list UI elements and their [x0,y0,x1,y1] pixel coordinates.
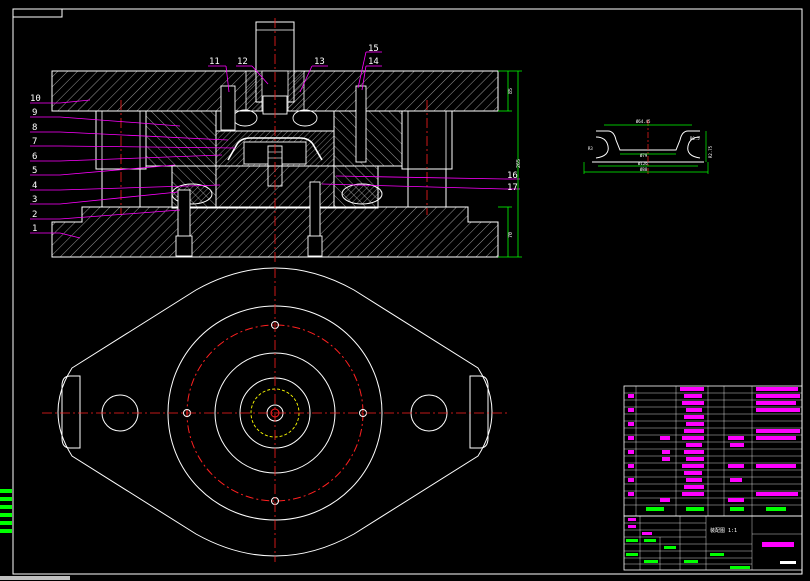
rubber-pad-right [341,183,383,205]
label-8: 8 [32,123,37,133]
slot-left [61,375,81,449]
label-5: 5 [32,166,37,176]
dim-height-lower: 70 [508,232,514,238]
slot-right [469,375,489,449]
part-dim-base: Ø88 [640,167,648,172]
parts-list-table [623,385,803,517]
top-left-tab [13,9,63,18]
label-14: 14 [368,57,379,67]
part-dim-right: R2.75 [708,145,713,158]
left-edge-marks [0,489,12,533]
label-16: 16 [507,171,518,181]
dim-height-upper: 85 [508,88,514,94]
label-9: 9 [32,108,37,118]
label-4: 4 [32,181,37,191]
label-3: 3 [32,195,37,205]
drawing-border [12,8,803,575]
label-17: 17 [507,183,518,193]
drawing-title: 装配图 1:1 [710,527,737,534]
plan-view [42,267,508,562]
part-dim-radius: R0.5 [690,136,700,141]
part-dim-inner: Ø79 [640,153,648,158]
leader-lines [30,51,520,239]
label-1: 1 [32,224,37,234]
label-6: 6 [32,152,37,162]
label-7: 7 [32,137,37,147]
label-12: 12 [237,57,248,67]
height-dimensions [498,70,522,258]
command-line-fragment[interactable] [0,576,70,580]
part-dim-top: Ø64.45 [636,119,651,124]
spring-upper-right [292,109,318,127]
workpiece-profile [227,137,323,161]
title-block: 装配图 1:1 [623,515,803,571]
part-dim-left: R3 [588,146,593,151]
label-15: 15 [368,44,379,54]
part-number-labels: 10 9 8 7 6 5 4 3 2 1 11 12 13 14 15 16 1… [30,44,518,234]
label-13: 13 [314,57,325,67]
label-10: 10 [30,94,41,104]
part-detail-drawing: Ø64.45 Ø79 Ø88 Ø126 R3 R2.75 R0.5 [583,119,713,175]
dim-height-total: 265 [516,159,522,168]
label-11: 11 [209,57,220,67]
label-2: 2 [32,210,37,220]
section-view [51,18,499,262]
part-dim-outer: Ø126 [638,161,648,166]
